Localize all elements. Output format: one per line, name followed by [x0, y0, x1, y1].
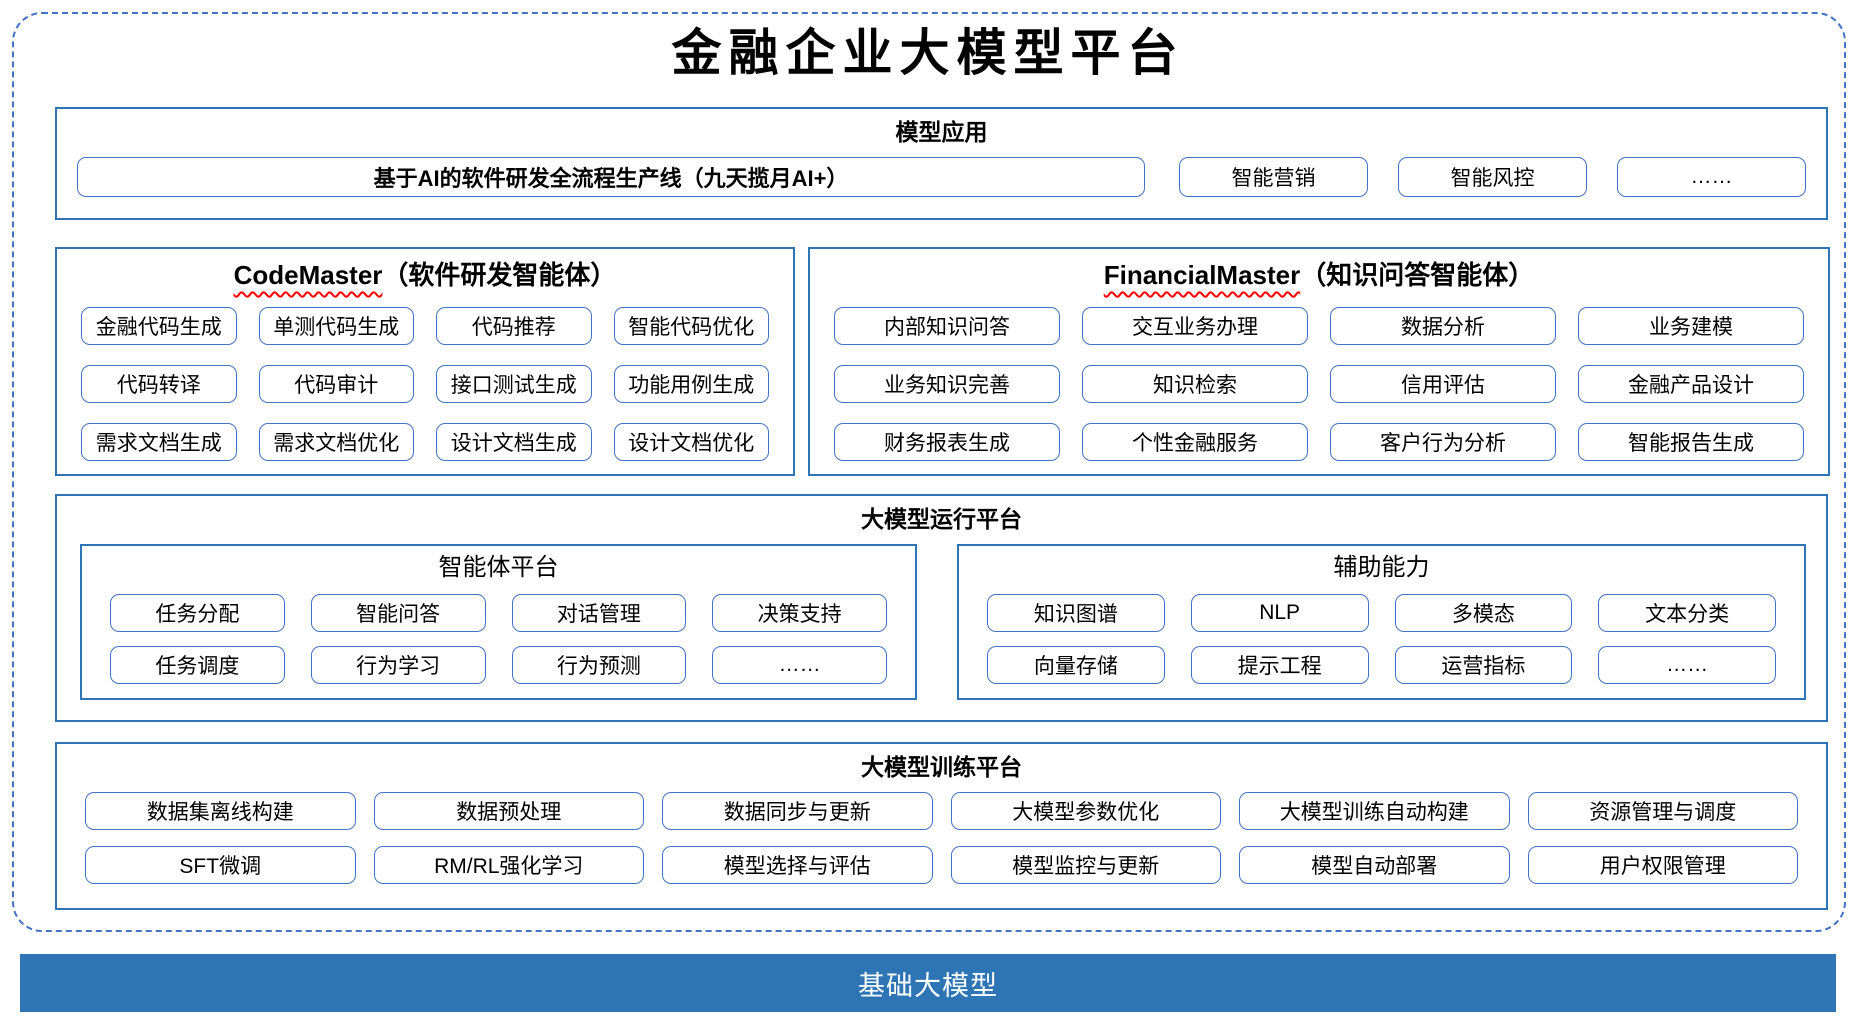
item-box: 金融代码生成	[81, 307, 237, 345]
item-box: 对话管理	[511, 594, 687, 632]
item-box: 向量存储	[987, 646, 1165, 684]
item-box: 知识检索	[1082, 365, 1308, 403]
codemaster-name: CodeMaster	[233, 260, 383, 290]
financialmaster-suffix: （知识问答智能体）	[1300, 260, 1535, 290]
subsection-aux-capability: 辅助能力 知识图谱 NLP 多模态文本分类向量存储提示工程运营指标 ……	[957, 544, 1806, 700]
aux-capability-header: 辅助能力	[1333, 554, 1430, 581]
item-box: 功能用例生成	[613, 365, 769, 403]
runtime-subsections-row: 智能体平台 任务分配智能问答对话管理决策支持任务调度行为学习行为预测 …… 辅助能…	[57, 544, 1826, 700]
item-box: 数据预处理	[373, 792, 644, 830]
item-box: 运营指标	[1394, 646, 1573, 684]
section-financialmaster: FinancialMaster（知识问答智能体） 内部知识问答交互业务办理数据分…	[808, 247, 1830, 476]
model-app-items-row: 基于AI的软件研发全流程生产线（九天揽月AI+） 智能营销智能风控 ……	[77, 157, 1806, 197]
item-box: RM/RL强化学习	[373, 846, 644, 884]
diagram-title: 金融企业大模型平台	[671, 23, 1185, 82]
section-model-app: 模型应用 基于AI的软件研发全流程生产线（九天揽月AI+） 智能营销智能风控 ……	[55, 107, 1828, 220]
item-box: 代码转译	[81, 365, 237, 403]
item-box: 个性金融服务	[1082, 423, 1308, 461]
section-header-model-app: 模型应用	[895, 119, 988, 145]
item-box: 模型监控与更新	[950, 846, 1221, 884]
item-box: 设计文档优化	[613, 423, 769, 461]
item-box: 需求文档优化	[258, 423, 414, 461]
codemaster-title: CodeMaster（软件研发智能体）	[57, 249, 793, 293]
item-box: 数据分析	[1330, 307, 1556, 345]
item-box: 智能风控	[1398, 157, 1587, 197]
section-header-training: 大模型训练平台	[861, 754, 1022, 780]
item-box: 数据集离线构建	[85, 792, 356, 830]
financialmaster-items-grid: 内部知识问答交互业务办理数据分析业务建模业务知识完善知识检索信用评估金融产品设计…	[834, 307, 1804, 461]
item-box: 需求文档生成	[81, 423, 237, 461]
item-box: 用户权限管理	[1527, 846, 1798, 884]
item-box: 智能营销	[1179, 157, 1368, 197]
model-app-small-items: 智能营销智能风控 ……	[1179, 157, 1806, 197]
item-box: 设计文档生成	[436, 423, 592, 461]
item-box: ……	[1617, 157, 1806, 197]
item-box: 智能报告生成	[1578, 423, 1804, 461]
item-box: 行为预测	[511, 646, 687, 684]
item-box: 文本分类	[1598, 594, 1776, 632]
item-box: 财务报表生成	[834, 423, 1060, 461]
item-box: 接口测试生成	[436, 365, 592, 403]
platform-outer-border	[12, 12, 1846, 932]
item-box: 资源管理与调度	[1527, 792, 1798, 830]
agent-platform-items-grid: 任务分配智能问答对话管理决策支持任务调度行为学习行为预测 ……	[110, 594, 887, 684]
item-box: 数据同步与更新	[662, 792, 933, 830]
item-box: 交互业务办理	[1082, 307, 1308, 345]
section-header-runtime: 大模型运行平台	[861, 506, 1022, 532]
item-box: 多模态	[1394, 594, 1573, 632]
financialmaster-name: FinancialMaster	[1103, 260, 1301, 290]
item-box: 知识图谱	[987, 594, 1165, 632]
item-box: 内部知识问答	[834, 307, 1060, 345]
item-box: 智能代码优化	[613, 307, 769, 345]
item-box: ……	[1598, 646, 1776, 684]
item-box: 行为学习	[310, 646, 486, 684]
item-box: 决策支持	[712, 594, 887, 632]
subsection-agent-platform: 智能体平台 任务分配智能问答对话管理决策支持任务调度行为学习行为预测 ……	[80, 544, 917, 700]
item-box: 金融产品设计	[1578, 365, 1804, 403]
item-box: 大模型训练自动构建	[1239, 792, 1510, 830]
item-box: 大模型参数优化	[950, 792, 1221, 830]
section-training-platform: 大模型训练平台 数据集离线构建数据预处理数据同步与更新大模型参数优化大模型训练自…	[55, 742, 1828, 910]
item-box: 信用评估	[1330, 365, 1556, 403]
item-box: 任务分配	[110, 594, 285, 632]
item-box: 代码推荐	[436, 307, 592, 345]
aux-capability-items-grid: 知识图谱 NLP 多模态文本分类向量存储提示工程运营指标 ……	[987, 594, 1776, 684]
agents-row: CodeMaster（软件研发智能体） 金融代码生成单测代码生成代码推荐智能代码…	[55, 247, 1830, 476]
item-box: 模型自动部署	[1239, 846, 1510, 884]
item-box: SFT微调	[85, 846, 356, 884]
base-model-bar: 基础大模型	[20, 954, 1836, 1012]
item-box: 代码审计	[258, 365, 414, 403]
codemaster-items-grid: 金融代码生成单测代码生成代码推荐智能代码优化代码转译代码审计接口测试生成功能用例…	[81, 307, 769, 461]
agent-platform-header: 智能体平台	[438, 554, 559, 581]
training-items-grid: 数据集离线构建数据预处理数据同步与更新大模型参数优化大模型训练自动构建资源管理与…	[85, 792, 1798, 884]
section-codemaster: CodeMaster（软件研发智能体） 金融代码生成单测代码生成代码推荐智能代码…	[55, 247, 795, 476]
model-app-main-item: 基于AI的软件研发全流程生产线（九天揽月AI+）	[77, 157, 1145, 197]
item-box: 智能问答	[310, 594, 486, 632]
item-box: 单测代码生成	[258, 307, 414, 345]
item-box: NLP	[1190, 594, 1369, 632]
item-box: 客户行为分析	[1330, 423, 1556, 461]
item-box: 提示工程	[1190, 646, 1369, 684]
item-box: 任务调度	[110, 646, 285, 684]
item-box: 业务建模	[1578, 307, 1804, 345]
financialmaster-title: FinancialMaster（知识问答智能体）	[810, 249, 1828, 293]
item-box: 业务知识完善	[834, 365, 1060, 403]
section-runtime-platform: 大模型运行平台 智能体平台 任务分配智能问答对话管理决策支持任务调度行为学习行为…	[55, 494, 1828, 722]
item-box: ……	[712, 646, 887, 684]
base-model-label: 基础大模型	[858, 970, 998, 1001]
item-box: 模型选择与评估	[662, 846, 933, 884]
codemaster-suffix: （软件研发智能体）	[382, 260, 617, 290]
